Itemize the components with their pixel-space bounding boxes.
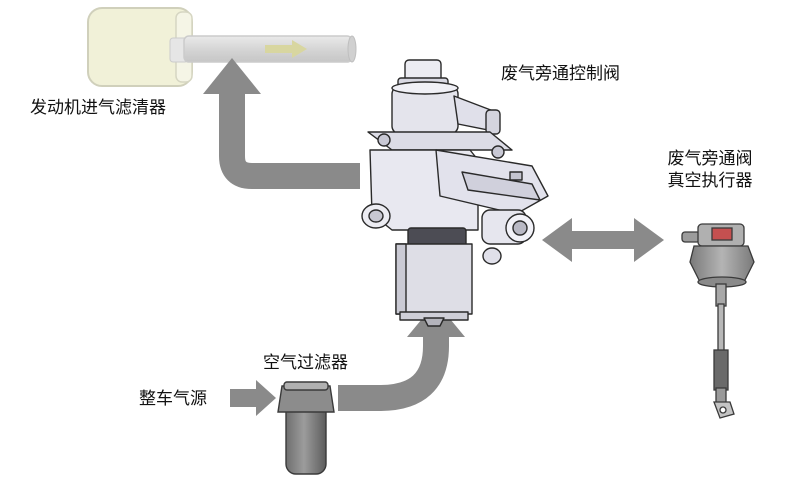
vacuum-actuator-icon [681, 223, 755, 419]
vehicle-air-source-label: 整车气源 [139, 389, 207, 409]
wastegate-control-valve-label: 废气旁通控制阀 [501, 64, 620, 84]
wastegate-actuator-label-line1: 废气旁通阀 [667, 149, 753, 169]
air-filter-label: 空气过滤器 [263, 353, 348, 373]
air-filter-icon [277, 381, 335, 475]
engine-air-filter-icon [87, 7, 357, 87]
intake-flow-direction-arrow [265, 40, 307, 58]
return-flow-arrow [203, 58, 360, 189]
source-flow-arrow [230, 380, 276, 416]
wastegate-actuator-label-line2: 真空执行器 [667, 171, 753, 191]
solenoid-valve-icon [361, 59, 549, 327]
vacuum-link-double-arrow [542, 218, 664, 262]
engine-air-filter-label: 发动机进气滤清器 [30, 98, 166, 118]
